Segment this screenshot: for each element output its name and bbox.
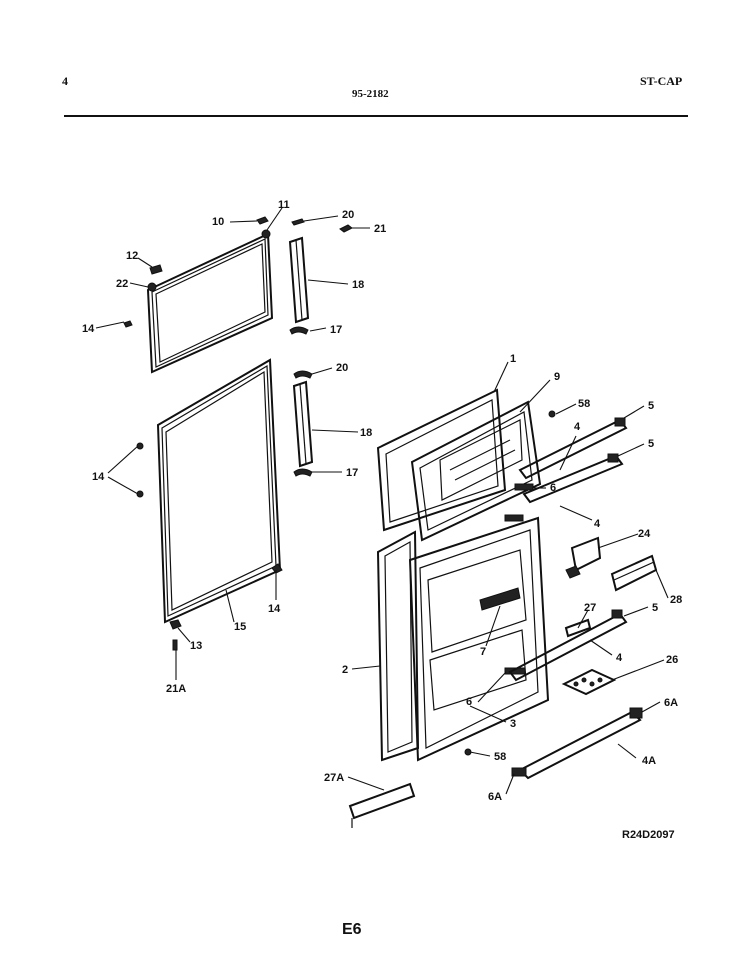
- callout-18: 18: [352, 279, 364, 291]
- callout-28: 28: [670, 594, 682, 606]
- callout-11: 11: [278, 199, 290, 211]
- callout-12: 12: [126, 250, 138, 262]
- door-shelf-bars: [508, 417, 628, 682]
- callout-21: 21: [374, 223, 386, 235]
- callout-15: 15: [234, 621, 246, 633]
- bottom-door-bar: [511, 707, 643, 780]
- callout-14: 14: [268, 603, 281, 615]
- callout-13: 13: [190, 640, 202, 652]
- callout-6A: 6A: [664, 697, 678, 709]
- fresh-food-door-assembly: [376, 516, 550, 762]
- callout-4: 4: [574, 421, 581, 433]
- callout-20: 20: [336, 362, 348, 374]
- bottom-trim-piece: [348, 782, 416, 828]
- callout-14: 14: [92, 471, 105, 483]
- callout-27: 27: [584, 602, 596, 614]
- callout-58: 58: [494, 751, 506, 763]
- callout-4A: 4A: [642, 755, 656, 767]
- callout-5: 5: [648, 400, 654, 412]
- freezer-door-gasket: [146, 232, 274, 374]
- freezer-door-assembly: [376, 388, 556, 542]
- callout-24: 24: [638, 528, 651, 540]
- fresh-food-door-hardware: [136, 442, 283, 651]
- callout-6: 6: [550, 482, 556, 494]
- callout-10: 10: [212, 216, 224, 228]
- callout-17: 17: [346, 467, 358, 479]
- header-page-number: 4: [62, 74, 68, 88]
- leader-lines: [95, 207, 669, 795]
- fresh-food-door-gasket: [156, 358, 282, 624]
- butter-dish: [565, 536, 602, 579]
- callout-5: 5: [648, 438, 654, 450]
- freezer-door-handle: [288, 236, 310, 335]
- callout-9: 9: [554, 371, 560, 383]
- callout-4: 4: [594, 518, 601, 530]
- callout-21A: 21A: [166, 683, 186, 695]
- dairy-bin: [610, 554, 658, 592]
- callout-5: 5: [652, 602, 658, 614]
- header-rule: [64, 115, 688, 117]
- callout-26: 26: [666, 654, 678, 666]
- callout-3: 3: [510, 718, 516, 730]
- callout-6A: 6A: [488, 791, 502, 803]
- egg-tray: [561, 668, 617, 696]
- callout-20: 20: [342, 209, 354, 221]
- header-model-number: 95-2182: [352, 88, 389, 100]
- callout-17: 17: [330, 324, 342, 336]
- callout-14: 14: [82, 323, 95, 335]
- freezer-door-hardware: [123, 216, 353, 328]
- callout-22: 22: [116, 278, 128, 290]
- callout-7: 7: [480, 646, 486, 658]
- callout-18: 18: [360, 427, 372, 439]
- callout-labels: 10 11 20 21 12 22 18 14 17 20 18 14 17 1…: [82, 199, 682, 803]
- page-code: E6: [342, 921, 362, 938]
- callout-2: 2: [342, 664, 348, 676]
- drawing-reference-code: R24D2097: [622, 829, 675, 841]
- header-section-code: ST-CAP: [640, 74, 683, 88]
- callout-27A: 27A: [324, 772, 344, 784]
- fresh-food-door-handle: [292, 370, 314, 477]
- callout-1: 1: [510, 353, 516, 365]
- callout-6: 6: [466, 696, 472, 708]
- callout-58: 58: [578, 398, 590, 410]
- callout-4: 4: [616, 652, 623, 664]
